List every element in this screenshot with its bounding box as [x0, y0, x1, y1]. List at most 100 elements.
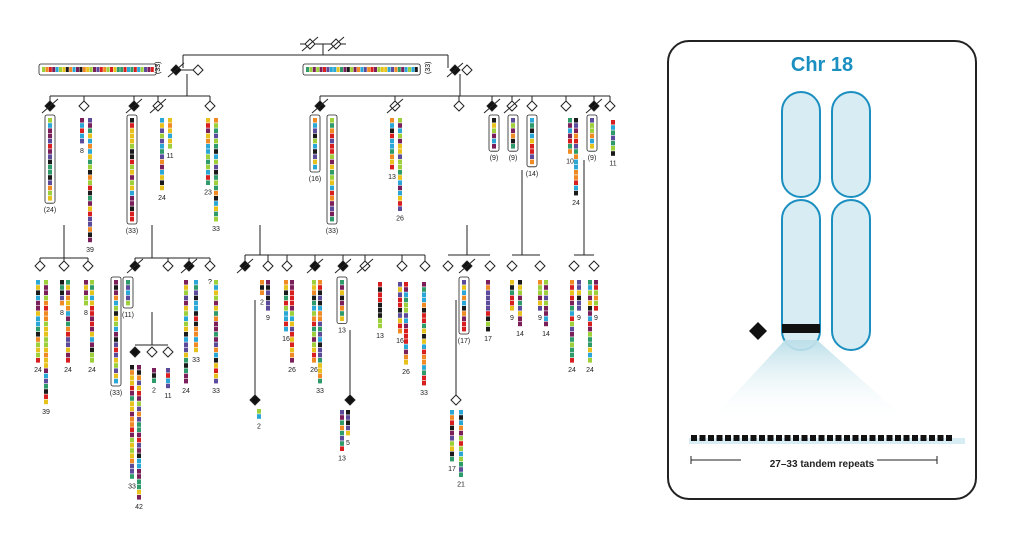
unaffected-individual-symbol [568, 260, 580, 272]
repeat-count-label: (33) [326, 228, 338, 235]
repeat-block [486, 295, 490, 301]
repeat-block [394, 67, 398, 72]
repeat-count-label: (33) [155, 62, 162, 74]
unaffected-individual-symbol [162, 260, 174, 272]
repeat-block [360, 67, 364, 72]
repeat-block [260, 280, 264, 285]
repeat-block [422, 370, 426, 375]
repeat-block [450, 430, 454, 436]
repeat-block [588, 342, 592, 347]
repeat-block [530, 138, 534, 144]
repeat-block [570, 311, 574, 316]
deceased-slash [585, 98, 603, 114]
chromosome-arm-short [781, 91, 821, 198]
repeat-block [194, 300, 198, 306]
repeat-block [60, 280, 64, 285]
repeat-block [380, 67, 384, 72]
repeat-block [284, 321, 288, 327]
repeat-block [284, 306, 288, 311]
repeat-block [611, 151, 615, 156]
repeat-block [611, 120, 615, 125]
repeat-block [44, 306, 48, 311]
repeat-block [44, 295, 48, 301]
repeat-count-label: 23 [204, 190, 212, 197]
repeat-block [130, 406, 134, 412]
repeat-block [110, 67, 113, 72]
repeat-block [313, 133, 317, 139]
unaffected-individual-symbol [526, 100, 538, 112]
repeat-block [88, 175, 92, 180]
repeat-block [66, 347, 70, 353]
tandem-repeat-unit [937, 435, 944, 441]
repeat-block [114, 300, 118, 306]
repeat-block [130, 422, 134, 427]
repeat-block [184, 368, 188, 373]
repeat-block [36, 321, 40, 327]
repeat-block [88, 138, 92, 144]
repeat-block [492, 133, 496, 139]
repeat-block [492, 138, 496, 144]
repeat-block [88, 237, 92, 243]
unaffected-individual-symbol [34, 260, 46, 272]
repeat-block [313, 128, 317, 133]
repeat-block [113, 67, 117, 72]
repeat-block [88, 128, 92, 133]
repeat-block [422, 349, 426, 355]
repeat-block [588, 285, 592, 290]
repeat-count-label: 24 [568, 367, 576, 374]
repeat-block [378, 318, 382, 323]
repeat-block [62, 67, 66, 72]
repeat-block [130, 118, 134, 123]
repeat-block [313, 123, 317, 128]
repeat-block [404, 344, 408, 349]
repeat-block [84, 280, 88, 285]
repeat-block [594, 295, 598, 301]
repeat-count-label: 16 [396, 338, 404, 345]
repeat-count-label: 11 [164, 393, 171, 400]
repeat-block [588, 332, 592, 337]
repeat-block [318, 368, 322, 373]
repeat-block [346, 67, 350, 72]
repeat-block [459, 446, 463, 451]
repeat-count-label: 9 [577, 315, 581, 322]
repeat-block [390, 149, 394, 154]
repeat-block [48, 180, 52, 185]
affected-individual-symbol [249, 394, 261, 406]
repeat-block [404, 302, 408, 308]
repeat-block [214, 175, 218, 180]
deceased-slash [311, 98, 329, 114]
repeat-block [518, 316, 522, 321]
repeat-block [214, 164, 218, 170]
repeats-label: 27–33 tandem repeats [769, 459, 875, 470]
repeat-block [66, 311, 70, 316]
repeat-block [323, 67, 326, 72]
repeat-count-label: 24 [88, 367, 96, 374]
repeat-block [130, 170, 134, 175]
repeat-block [397, 67, 401, 72]
repeat-block [266, 295, 270, 301]
deceased-slash [356, 258, 374, 274]
repeat-block [574, 128, 578, 133]
repeat-block [398, 308, 402, 313]
tandem-repeat-unit [784, 435, 791, 441]
repeat-block [130, 138, 134, 144]
repeat-block [194, 295, 198, 301]
repeat-block [44, 337, 48, 342]
repeat-block [130, 375, 134, 380]
repeat-block [378, 297, 382, 303]
repeat-count-label: 10 [566, 158, 574, 165]
repeat-block [588, 295, 592, 301]
repeat-locus-band [782, 324, 820, 333]
allele-bracket [309, 114, 321, 173]
repeat-block [88, 216, 92, 222]
repeat-block [577, 306, 581, 311]
repeat-block [530, 128, 534, 133]
repeat-block [194, 316, 198, 321]
repeat-block [88, 211, 92, 217]
repeat-block [84, 300, 88, 306]
repeat-block [114, 290, 118, 295]
repeat-block [130, 463, 134, 469]
repeat-block [404, 349, 408, 355]
repeat-block [44, 316, 48, 321]
repeat-block [330, 216, 334, 222]
